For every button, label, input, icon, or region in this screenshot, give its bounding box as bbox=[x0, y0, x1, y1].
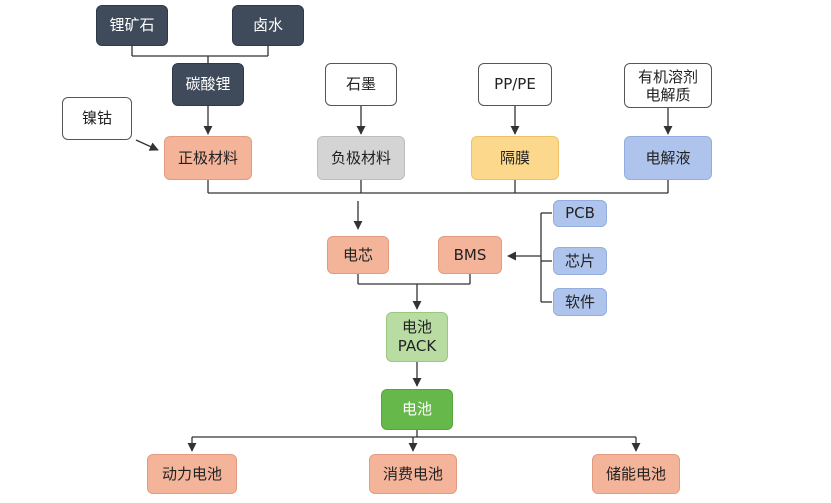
nickel-cobalt-to-cathode-arrow bbox=[135, 139, 159, 151]
chip-node: 芯片 bbox=[553, 247, 607, 275]
separator-node: 隔膜 bbox=[471, 136, 559, 180]
cell-node: 电芯 bbox=[327, 236, 389, 274]
nickel-cobalt-node: 镍钴 bbox=[62, 97, 132, 140]
anode-material-node: 负极材料 bbox=[317, 136, 405, 180]
electrolyte-node: 电解液 bbox=[624, 136, 712, 180]
lithium-carbonate-node: 碳酸锂 bbox=[172, 63, 244, 106]
battery-node: 电池 bbox=[381, 389, 453, 430]
software-node: 软件 bbox=[553, 288, 607, 316]
graphite-node: 石墨 bbox=[325, 63, 397, 106]
bms-node: BMS bbox=[438, 236, 502, 274]
cathode-material-node: 正极材料 bbox=[164, 136, 252, 180]
pp-pe-node: PP/PE bbox=[478, 63, 552, 106]
organic-solvent-electrolyte-node: 有机溶剂 电解质 bbox=[624, 63, 712, 108]
pcb-node: PCB bbox=[553, 200, 607, 227]
power-battery-node: 动力电池 bbox=[147, 454, 237, 494]
consumer-battery-node: 消费电池 bbox=[369, 454, 457, 494]
battery-pack-node: 电池 PACK bbox=[386, 312, 448, 362]
brine-node: 卤水 bbox=[232, 5, 304, 46]
lithium-ore-node: 锂矿石 bbox=[96, 5, 168, 46]
storage-battery-node: 储能电池 bbox=[592, 454, 680, 494]
